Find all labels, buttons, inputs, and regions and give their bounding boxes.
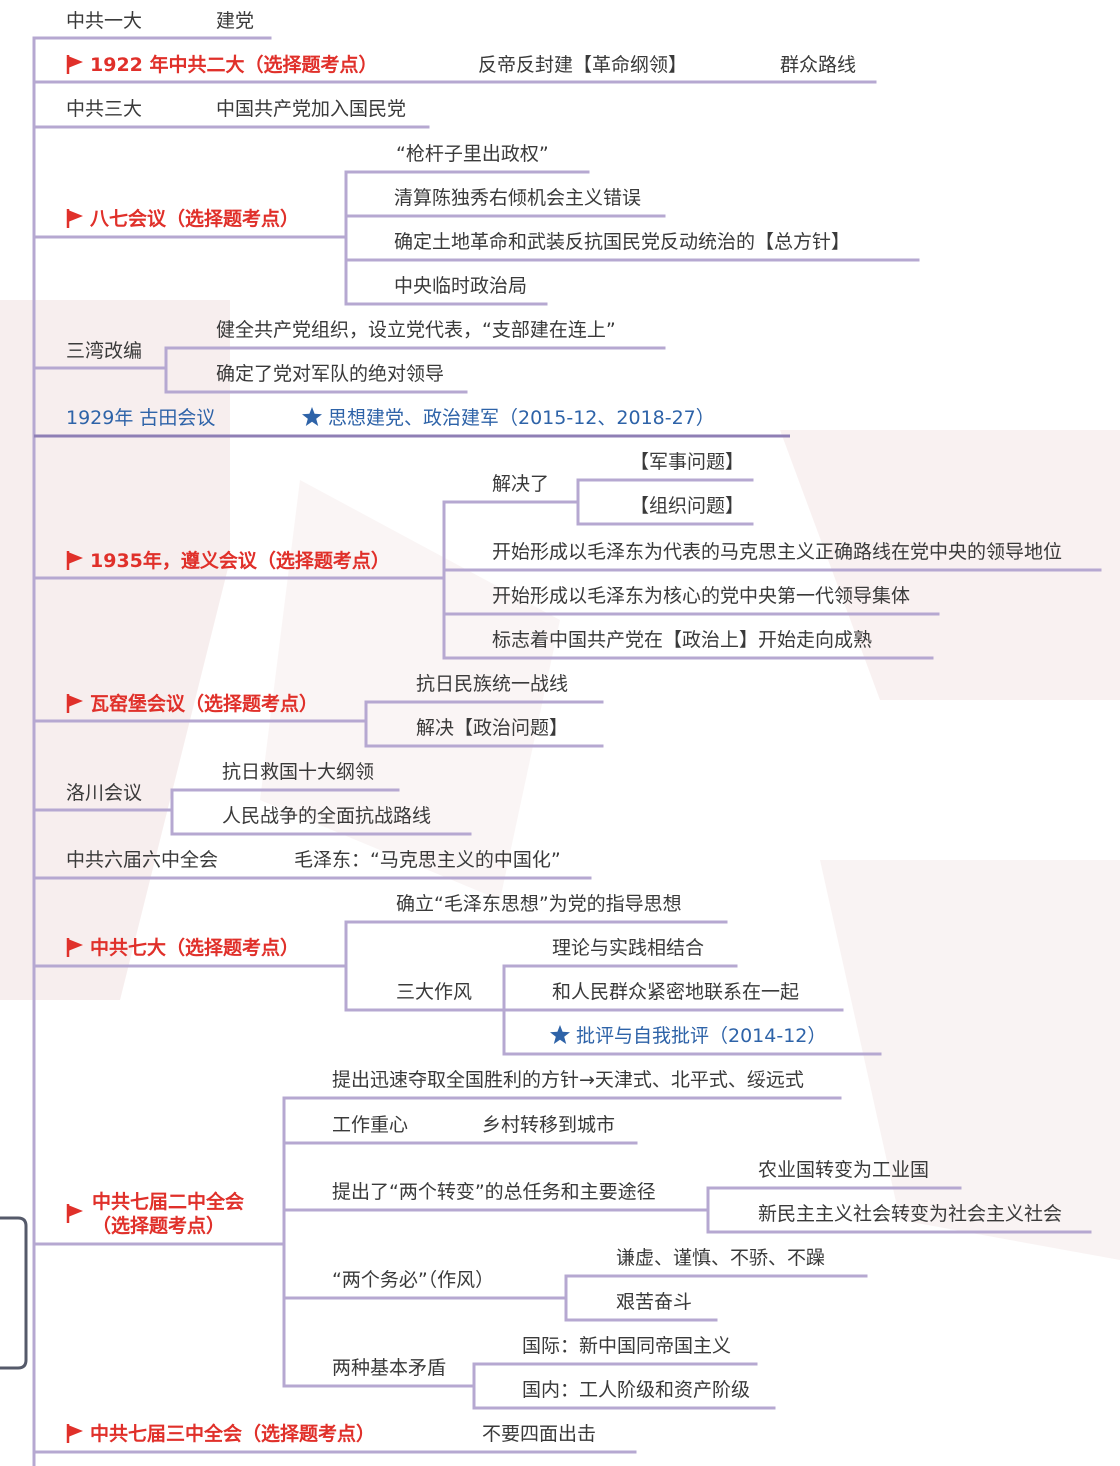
node-mass-line: 群众路线	[780, 54, 857, 76]
node-no-all-fronts: 不要四面出击	[482, 1423, 597, 1445]
node-close-to-masses: 和人民群众紧密地联系在一起	[552, 981, 800, 1003]
node-provisional-politburo: 中央临时政治局	[394, 275, 528, 297]
node-sinicization: 毛泽东：“马克思主义的中国化”	[294, 849, 561, 871]
node-seventh-congress-label: 中共七大（选择题考点）	[90, 937, 300, 959]
node-seventh-congress: 中共七大（选择题考点）	[66, 937, 299, 959]
node-hard-work: 艰苦奋斗	[616, 1291, 693, 1313]
red-flag-icon	[66, 209, 83, 228]
node-three-styles: 三大作风	[396, 981, 473, 1003]
red-flag-icon	[66, 551, 83, 570]
node-two-contradictions: 两种基本矛盾	[332, 1357, 447, 1379]
node-correct-line: 开始形成以毛泽东为代表的马克思主义正确路线在党中央的领导地位	[492, 541, 1063, 563]
node-military-issue: 【军事问题】	[630, 451, 745, 473]
node-august-seventh: 八七会议（选择题考点）	[66, 208, 299, 230]
node-two-transformations: 提出了“两个转变”的总任务和主要途径	[332, 1181, 656, 1203]
node-national-victory: 提出迅速夺取全国胜利的方针→天津式、北平式、绥远式	[332, 1069, 804, 1091]
node-international-contradiction: 国际：新中国同帝国主义	[522, 1335, 732, 1357]
node-sanwan: 三湾改编	[66, 340, 143, 362]
red-flag-icon	[66, 1424, 83, 1443]
node-second-plenum-line1: 中共七届二中全会	[92, 1191, 245, 1213]
node-organization-issue: 【组织问题】	[630, 495, 745, 517]
node-two-musts: “两个务必”（作风）	[332, 1269, 495, 1291]
node-third-plenum: 中共七届三中全会（选择题考点）	[66, 1423, 375, 1445]
node-third-congress: 中共三大	[66, 98, 143, 120]
node-wayaobu: 瓦窑堡会议（选择题考点）	[66, 693, 318, 715]
node-political-maturity: 标志着中国共产党在【政治上】开始走向成熟	[492, 629, 873, 651]
node-united-front: 抗日民族统一战线	[416, 673, 569, 695]
node-party-in-company: 健全共产党组织，设立党代表，“支部建在连上”	[216, 319, 616, 341]
node-self-criticism: 批评与自我批评（2014-12）	[550, 1025, 826, 1047]
node-zunyi: 1935年，遵义会议（选择题考点）	[66, 550, 390, 572]
node-gutian: 1929年 古田会议	[66, 407, 216, 429]
node-third-plenum-label: 中共七届三中全会（选择题考点）	[90, 1423, 376, 1445]
red-flag-icon	[66, 1204, 83, 1223]
red-flag-icon	[66, 694, 83, 713]
red-flag-icon	[66, 938, 83, 957]
node-second-plenum-line2: （选择题考点）	[92, 1215, 226, 1237]
node-revolution-program: 反帝反封建【革命纲领】	[478, 54, 688, 76]
node-wayaobu-label: 瓦窑堡会议（选择题考点）	[90, 693, 319, 715]
node-solved: 解决了	[492, 473, 550, 495]
node-modesty: 谦虚、谨慎、不骄、不躁	[616, 1247, 826, 1269]
node-august-seventh-label: 八七会议（选择题考点）	[90, 208, 300, 230]
node-ten-programs: 抗日救国十大纲领	[222, 761, 375, 783]
node-gutian-point-label: 思想建党、政治建军（2015-12、2018-27）	[328, 407, 715, 429]
node-mao-thought: 确立“毛泽东思想”为党的指导思想	[396, 893, 682, 915]
blue-star-icon	[302, 407, 322, 426]
node-first-generation: 开始形成以毛泽东为核心的党中央第一代领导集体	[492, 585, 911, 607]
node-second-congress: 1922 年中共二大（选择题考点）	[66, 54, 378, 76]
node-theory-practice: 理论与实践相结合	[552, 937, 705, 959]
node-peoples-war: 人民战争的全面抗战路线	[222, 805, 432, 827]
node-gun-barrel: “枪杆子里出政权”	[396, 143, 549, 165]
node-sixth-plenum: 中共六届六中全会	[66, 849, 219, 871]
node-join-kmt: 中国共产党加入国民党	[216, 98, 407, 120]
node-domestic-contradiction: 国内：工人阶级和资产阶级	[522, 1379, 751, 1401]
red-flag-icon	[66, 55, 83, 74]
node-zunyi-label: 1935年，遵义会议（选择题考点）	[90, 550, 390, 572]
node-political-issue: 解决【政治问题】	[416, 717, 569, 739]
node-chen-duxiu: 清算陈独秀右倾机会主义错误	[394, 187, 642, 209]
blue-star-icon	[550, 1025, 570, 1044]
node-luochuan: 洛川会议	[66, 782, 143, 804]
node-self-criticism-label: 批评与自我批评（2014-12）	[576, 1025, 827, 1047]
node-work-focus: 工作重心	[332, 1114, 409, 1136]
node-gutian-point: 思想建党、政治建军（2015-12、2018-27）	[302, 407, 715, 429]
node-second-congress-label: 1922 年中共二大（选择题考点）	[90, 54, 378, 76]
node-rural-to-urban: 乡村转移到城市	[482, 1114, 616, 1136]
node-industrialization: 农业国转变为工业国	[758, 1159, 930, 1181]
node-absolute-leadership: 确定了党对军队的绝对领导	[216, 363, 445, 385]
node-socialist-society: 新民主主义社会转变为社会主义社会	[758, 1203, 1063, 1225]
node-first-congress: 中共一大	[66, 10, 143, 32]
node-general-policy: 确定土地革命和武装反抗国民党反动统治的【总方针】	[394, 231, 851, 253]
node-second-plenum: 中共七届二中全会 （选择题考点）	[66, 1190, 244, 1238]
node-founding-party: 建党	[216, 10, 255, 32]
